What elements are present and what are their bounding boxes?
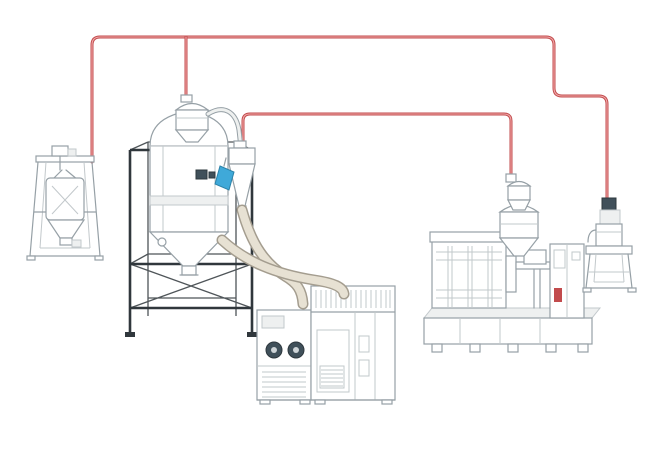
machine-hopper — [498, 204, 540, 257]
dryer-louvers — [315, 290, 391, 308]
hopper-cone — [148, 231, 230, 267]
station-pickup-box — [71, 239, 82, 248]
conveying-line-mid-highlight — [242, 113, 512, 175]
conveying-line-mid — [241, 112, 513, 176]
machine-hopper-cone — [498, 237, 540, 257]
sight-glass — [157, 237, 167, 247]
dryer-left-panel — [261, 315, 285, 329]
process-pipes — [216, 204, 350, 310]
machine-loader — [505, 173, 532, 211]
vacuum-unit — [582, 197, 637, 293]
machine-loader-cap — [505, 173, 517, 183]
vacuum-motor — [599, 209, 621, 225]
imm-indicator — [554, 288, 562, 302]
hoist-trolley — [51, 145, 69, 157]
imm-platen-lines — [436, 246, 502, 308]
imm-clamp-top-beam — [429, 231, 509, 243]
dryer-filter-right-core — [293, 347, 299, 353]
shutoff-valve — [214, 157, 235, 191]
dryer-left-grille — [257, 365, 311, 398]
imm-cabinet-panel — [553, 249, 566, 269]
imm-base — [423, 317, 593, 345]
bigbag-station — [26, 145, 104, 261]
loader-body — [175, 109, 209, 131]
vacuum-motor-cap — [601, 197, 617, 211]
dryer-vent-lines — [321, 369, 343, 387]
imm-base-seams — [459, 318, 541, 344]
machine-loader-cone — [507, 199, 531, 211]
cyclone-cap — [233, 140, 247, 149]
vacuum-side-elbow — [587, 229, 597, 243]
loader-lid-cap — [180, 94, 193, 103]
loader-dome — [174, 102, 210, 111]
imm-carriage — [523, 249, 547, 265]
dryer-handle-bottom — [358, 359, 370, 377]
dryer-vent — [319, 365, 345, 389]
machine-hopper-body — [499, 211, 539, 239]
dryer-door — [316, 329, 350, 393]
dryer-handle-top — [358, 335, 370, 353]
vacuum-body — [595, 223, 623, 247]
machine-loader-body — [507, 185, 531, 201]
bag-crease — [51, 185, 79, 215]
vacuum-stand-top — [585, 245, 633, 255]
dryer-filter-left-core — [271, 347, 277, 353]
valve-stem — [223, 157, 227, 167]
hopper-control-box-small — [208, 171, 216, 179]
valve-handle — [214, 165, 235, 191]
station-cone — [46, 219, 86, 239]
station-outlet — [59, 237, 73, 246]
vacuum-stand-rear-legs — [593, 253, 625, 283]
station-top-beam — [35, 155, 95, 163]
hopper-control-box — [195, 169, 208, 180]
imm-nozzle-block — [505, 255, 517, 293]
cyclone-body — [228, 147, 256, 165]
hopper-body — [149, 145, 229, 233]
conveying-line-top-highlight — [91, 36, 608, 203]
imm-barrel-support — [533, 268, 541, 309]
loader-cone — [174, 129, 210, 143]
imm-clamp-housing — [431, 239, 507, 309]
hopper-outlet — [181, 265, 197, 276]
dryer-right-cabinet — [310, 285, 396, 401]
hopper-seams — [150, 145, 228, 232]
injection-molding-machine — [422, 231, 602, 353]
hoist-motor — [67, 148, 77, 157]
conveying-lines — [90, 35, 609, 204]
hopper-band — [149, 195, 229, 206]
dryer-panel-seams — [354, 312, 376, 400]
dryer — [256, 285, 396, 405]
vacuum-stand-legs — [585, 253, 633, 289]
loader-vent-pipe-inner — [206, 108, 243, 150]
imm-cabinet-vent — [571, 251, 581, 261]
hopper-loader — [174, 94, 244, 151]
